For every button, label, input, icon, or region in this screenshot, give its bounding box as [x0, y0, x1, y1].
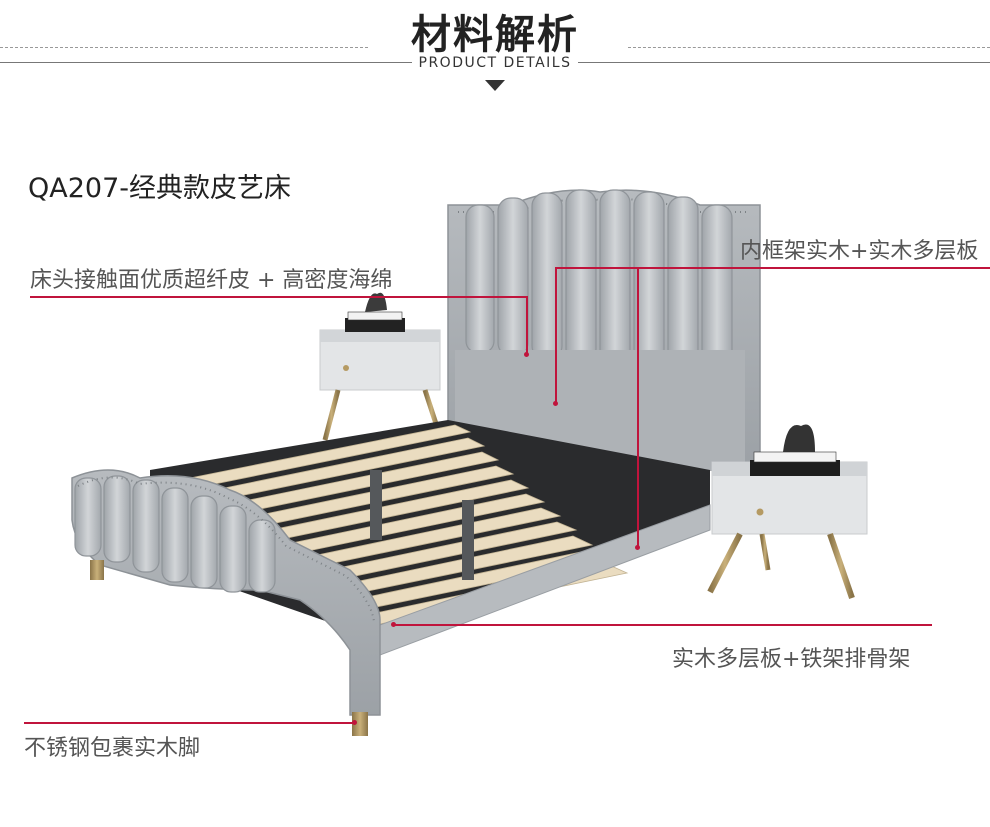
annotation-line-legs [24, 722, 354, 724]
header-divider-left [0, 47, 368, 48]
annotation-dot-inner-frame [553, 401, 558, 406]
bed-product-image [71, 189, 868, 736]
subtitle-line-right [578, 62, 990, 63]
annotation-legs: 不锈钢包裹实木脚 [24, 736, 201, 761]
product-model-title: QA207-经典款皮艺床 [28, 173, 291, 204]
headboard [447, 189, 761, 471]
section-title: 材料解析 [411, 11, 579, 58]
left-nightstand [319, 292, 441, 441]
down-triangle-icon [485, 80, 505, 91]
right-nightstand [707, 424, 868, 620]
annotation-line-headboard-drop [526, 296, 528, 354]
annotation-headboard-material: 床头接触面优质超纤皮 + 高密度海绵 [30, 268, 393, 293]
footboard [71, 469, 381, 736]
annotation-line-slats [394, 624, 932, 626]
bed-frame [150, 420, 711, 656]
annotation-slats: 实木多层板+铁架排骨架 [672, 647, 911, 672]
annotation-dot-headboard [524, 352, 529, 357]
annotation-inner-frame: 内框架实木+实木多层板 [740, 239, 979, 264]
annotation-line-inner-frame-drop-2 [637, 267, 639, 547]
annotation-dot-slats [391, 622, 396, 627]
annotation-line-inner-frame [555, 267, 990, 269]
annotation-dot-inner-frame-2 [635, 545, 640, 550]
subtitle-line-left [0, 62, 412, 63]
annotation-line-headboard [30, 296, 527, 298]
section-subtitle: PRODUCT DETAILS [418, 55, 572, 71]
annotation-dot-legs [352, 720, 357, 725]
header-divider-right [628, 47, 990, 48]
annotation-line-inner-frame-drop [555, 267, 557, 403]
